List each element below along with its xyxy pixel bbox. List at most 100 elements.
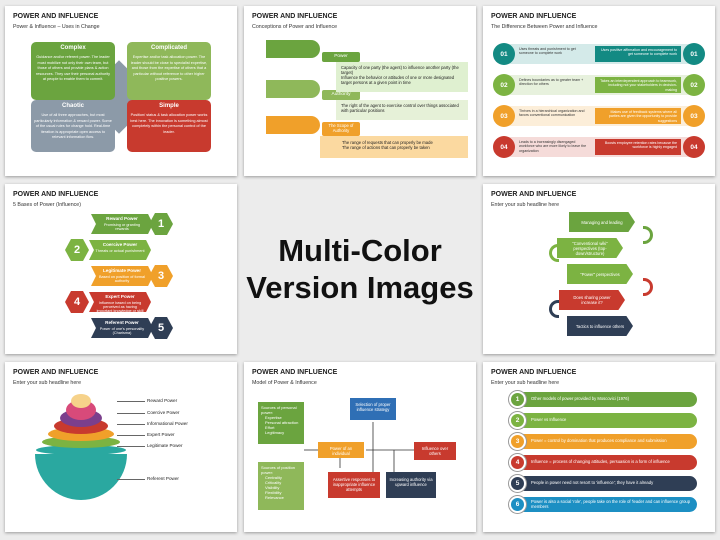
- base-title: Reward Power: [106, 216, 138, 221]
- pill-item-5: People in power need not resort to 'infl…: [517, 476, 697, 491]
- base-title: Expert Power: [105, 294, 135, 299]
- row-left-text: Thrives in a hierarchical organization a…: [519, 109, 585, 118]
- row-authority: The right of the agent to exercise contr…: [336, 100, 468, 120]
- hand-illustration-mid: [266, 80, 320, 98]
- leader-line: [117, 413, 145, 414]
- slide-subtitle: Enter your sub headline here: [491, 202, 560, 208]
- arrow-item-4: Does sharing power increase it?: [559, 290, 625, 310]
- row-right-text: Uses positive affirmation and encouragem…: [595, 46, 681, 62]
- flow-connectors: [304, 422, 414, 472]
- leader-line: [117, 446, 145, 447]
- leader-line: [117, 401, 145, 402]
- base-body: Based on position of formal authority: [98, 275, 145, 284]
- source-item: Personal attraction: [265, 420, 299, 425]
- arrow-item-3: "Power" perspectives: [567, 264, 633, 284]
- row-right-text: Takes an interdependent approach to team…: [595, 77, 681, 93]
- curve-icon: [643, 226, 653, 244]
- arrow-item-1: Managing and leading: [569, 212, 635, 232]
- base-body: Power of one's personality (Charisma): [99, 327, 145, 336]
- slide-subtitle: 5 Bases of Power (Influence): [13, 202, 82, 208]
- pill-item-3: Power = control by domination that produ…: [517, 434, 697, 449]
- slide-thumb-1[interactable]: POWER AND INFLUENCE Power & Influence – …: [5, 6, 237, 176]
- tab-authority: Authority: [322, 90, 360, 100]
- base-number-hex: 4: [65, 291, 89, 313]
- arrow-item-2: "Conventional wiki" perspectives (top-do…: [557, 238, 623, 258]
- slide-thumb-8[interactable]: POWER AND INFLUENCE Model of Power & Inf…: [244, 362, 476, 532]
- pill-number: 3: [509, 433, 526, 450]
- top-cap: [71, 394, 91, 408]
- source-item: Effort: [265, 425, 275, 430]
- assertive-box: Assertive responses to inappropriate inf…: [328, 472, 380, 498]
- base-title: Referent Power: [105, 320, 139, 325]
- layer-label: Expert Power: [147, 432, 175, 437]
- upward-influence-box: Increasing authority via upward influenc…: [386, 472, 436, 498]
- base-body: Promising or granting rewards: [103, 223, 141, 232]
- curve-icon: [549, 244, 559, 262]
- pill-number: 1: [509, 391, 526, 408]
- slide-thumb-6[interactable]: POWER AND INFLUENCE Enter your sub headl…: [483, 184, 715, 354]
- tab-scope: The Scope of Authority: [322, 122, 360, 136]
- base-title: Legitimate Power: [102, 268, 142, 273]
- base-body: Influence based on being perceived as ha…: [96, 301, 144, 314]
- slide-thumb-9[interactable]: POWER AND INFLUENCE Enter your sub headl…: [483, 362, 715, 532]
- base-number-hex: 5: [149, 317, 173, 339]
- slide-thumb-3[interactable]: POWER AND INFLUENCE The Difference Betwe…: [483, 6, 715, 176]
- slide-title: POWER AND INFLUENCE: [252, 369, 338, 376]
- hand-illustration-bottom: [266, 116, 320, 134]
- leader-line: [117, 479, 145, 480]
- tab-power: Power: [322, 52, 360, 62]
- position-item: Centrality: [265, 475, 282, 480]
- base-body: Threats or actual punishment: [95, 249, 145, 253]
- position-item: Criticality: [265, 480, 282, 485]
- slide-subtitle: Power & Influence – Uses in Change: [13, 24, 100, 30]
- row-number-left: 04: [493, 136, 515, 158]
- layer-label: Informational Power: [147, 421, 188, 426]
- row-number-right: 03: [683, 105, 705, 127]
- layer-label: Coercive Power: [147, 410, 180, 415]
- layer-label: Legitimate Power: [147, 443, 183, 448]
- curve-icon: [549, 300, 559, 318]
- row-left-text: Uses threats and punishment to get someo…: [519, 47, 576, 56]
- heading-line-2: Version Images: [246, 270, 474, 305]
- leader-line: [117, 424, 145, 425]
- source-item: Expertise: [265, 415, 282, 420]
- hemisphere-base: [35, 454, 127, 500]
- pill-number: 6: [509, 496, 526, 513]
- slide-title: POWER AND INFLUENCE: [13, 13, 99, 20]
- row-number-right: 04: [683, 136, 705, 158]
- slide-thumb-7[interactable]: POWER AND INFLUENCE Enter your sub headl…: [5, 362, 237, 532]
- slide-title: POWER AND INFLUENCE: [491, 369, 577, 376]
- source-item: Legitimacy: [265, 430, 285, 435]
- layer-ring-1: [36, 445, 126, 455]
- arrow-item-5: Tactics to influence others: [567, 316, 633, 336]
- curve-icon: [643, 278, 653, 296]
- pill-item-4: Influence = process of changing attitude…: [517, 455, 697, 470]
- row-left-text: Leads to a increasingly disengaged workf…: [519, 140, 587, 153]
- individual-power-box: Power of an individual: [318, 442, 364, 458]
- slide-thumb-2[interactable]: POWER AND INFLUENCE Conceptions of Power…: [244, 6, 476, 176]
- row-number-left: 03: [493, 105, 515, 127]
- slide-thumb-4[interactable]: POWER AND INFLUENCE 5 Bases of Power (In…: [5, 184, 237, 354]
- pill-item-1: Other models of power provided by Moscov…: [517, 392, 697, 407]
- leader-line: [117, 435, 145, 436]
- slide-subtitle: Conceptions of Power and Influence: [252, 24, 338, 30]
- row-number-left: 02: [493, 74, 515, 96]
- base-number-hex: 3: [149, 265, 173, 287]
- slide-subtitle: Enter your sub headline here: [491, 380, 560, 386]
- row-power: Capacity of one party (the agent) to inf…: [336, 62, 468, 92]
- position-item: Flexibility: [265, 490, 282, 495]
- pill-item-6: Power is also a social 'role', people ta…: [517, 497, 697, 512]
- slide-title: POWER AND INFLUENCE: [491, 13, 577, 20]
- heading-line-1: Multi-Color: [278, 233, 442, 268]
- pill-number: 5: [509, 475, 526, 492]
